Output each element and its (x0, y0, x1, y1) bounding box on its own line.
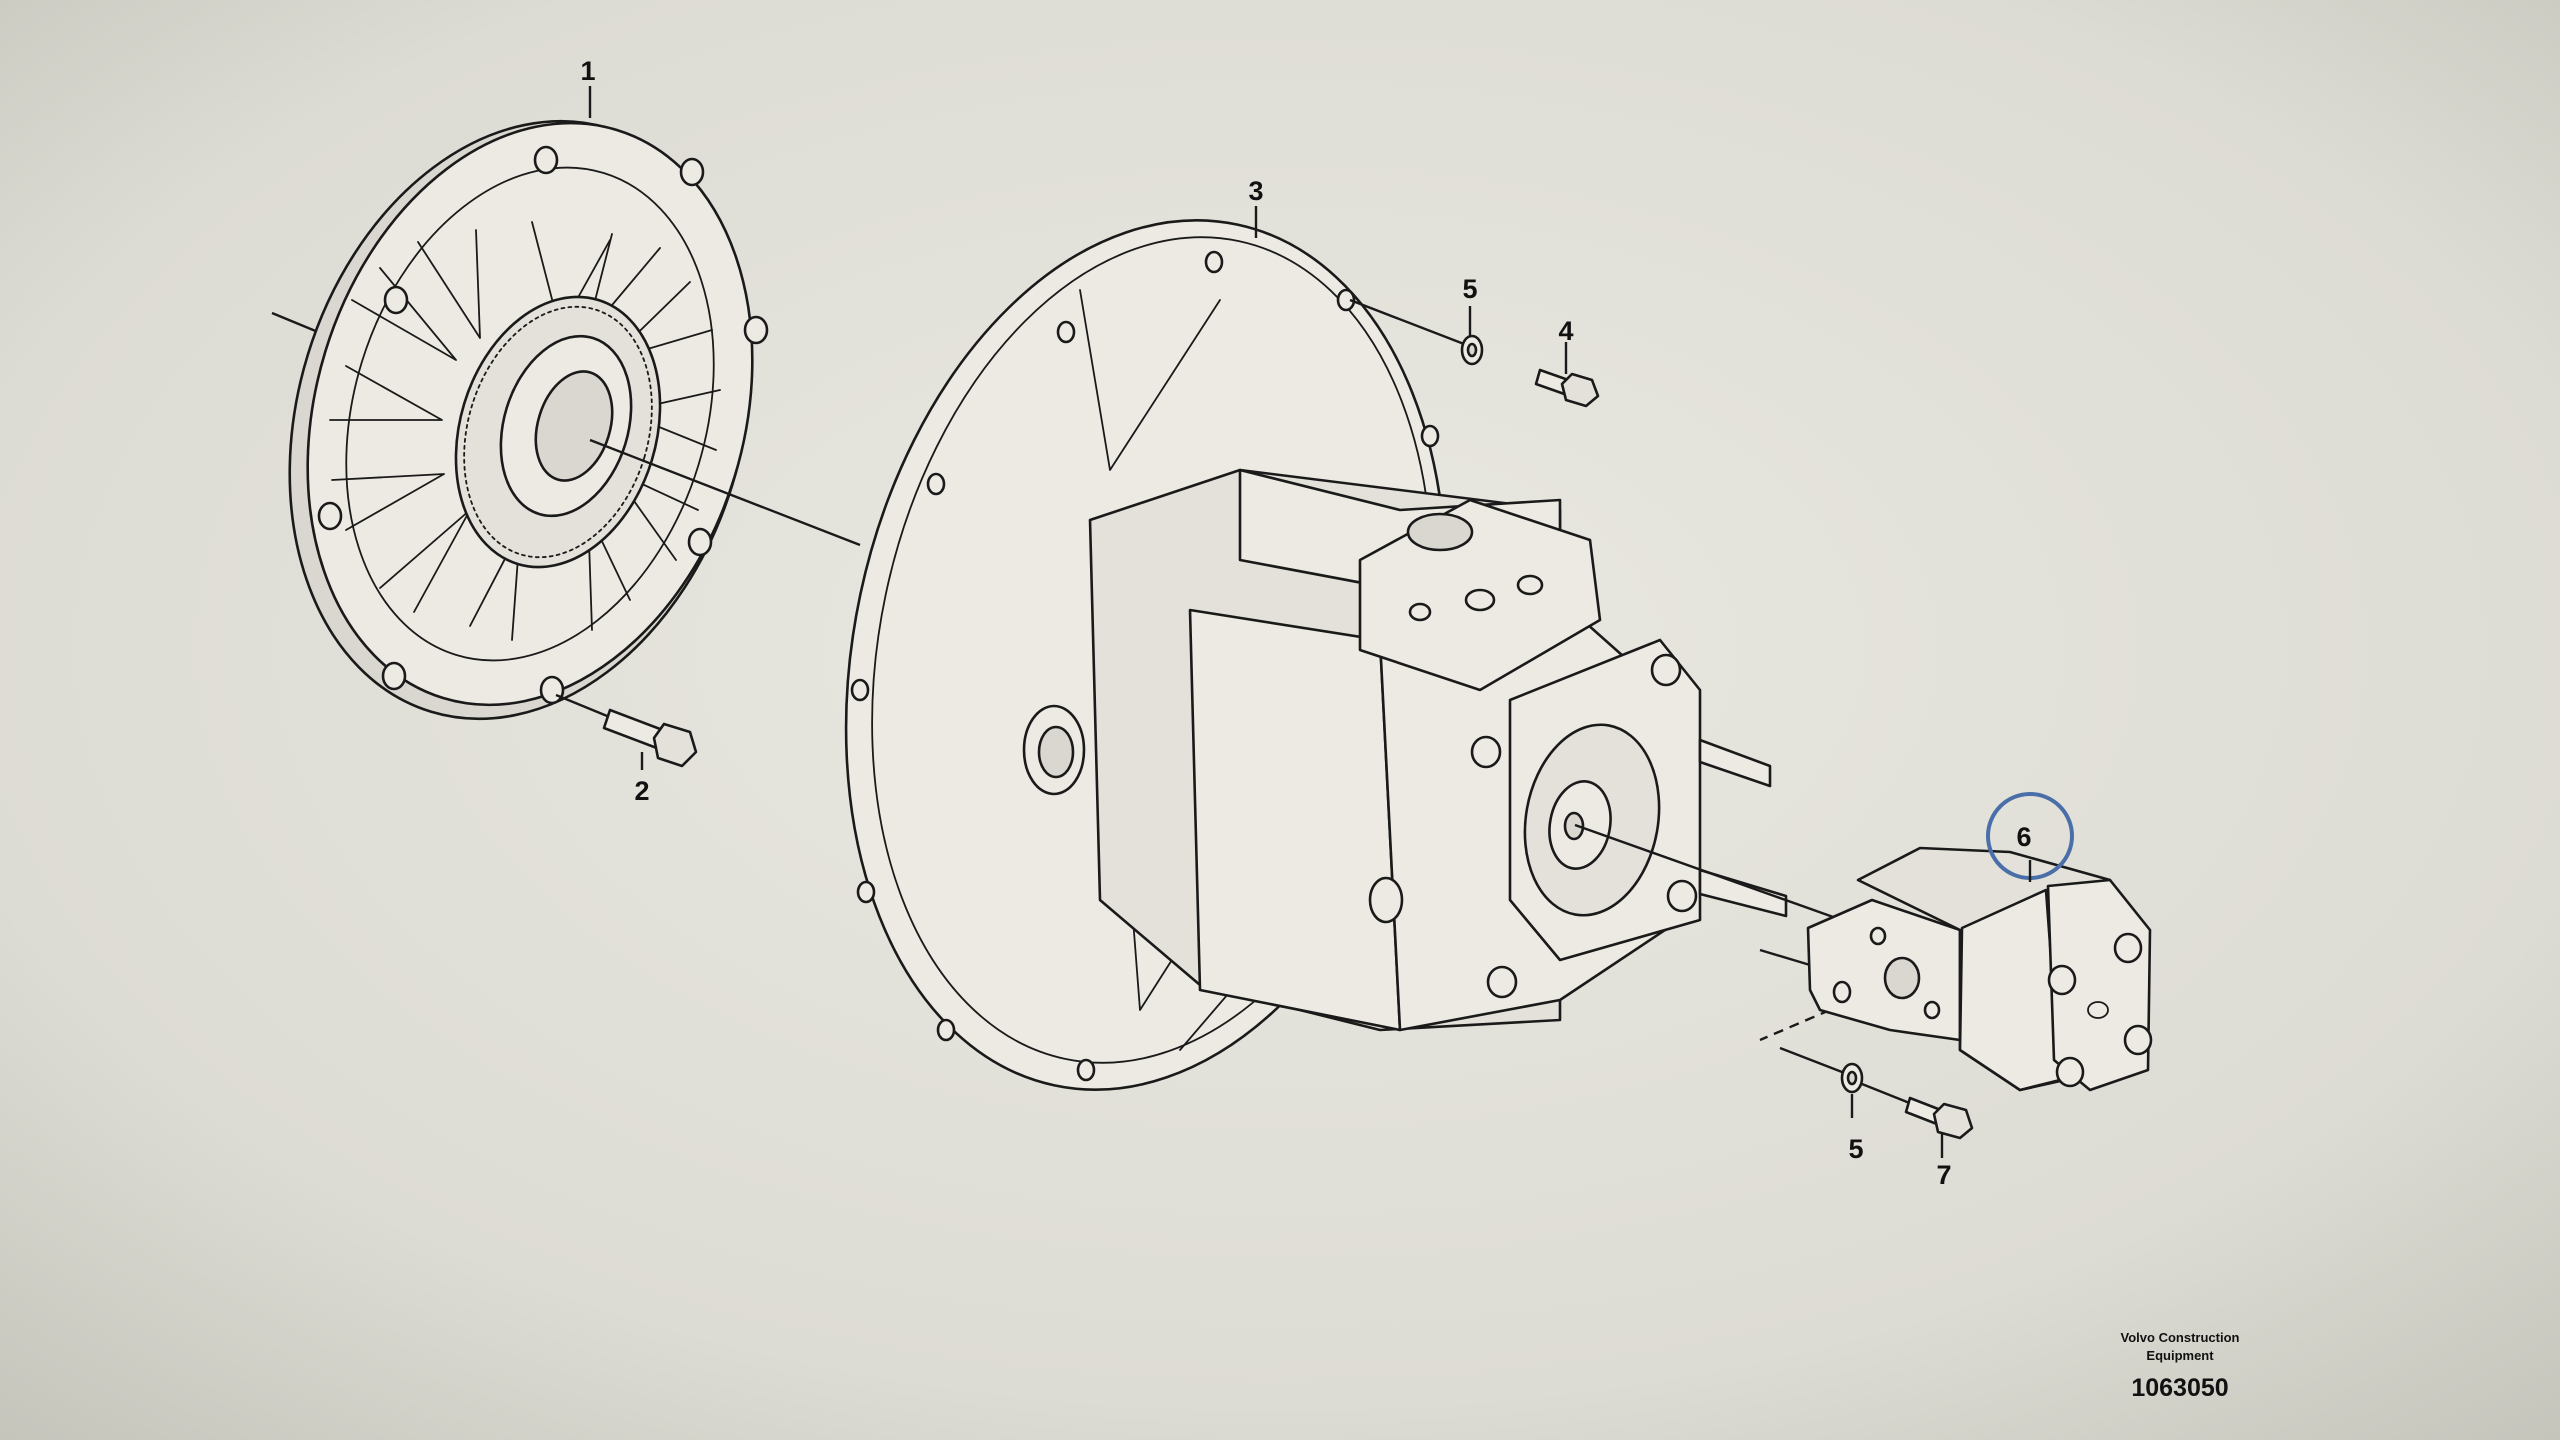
part-label-7: 7 (1936, 1160, 1951, 1190)
footer-publisher: Volvo Construction Equipment 1063050 (2121, 1330, 2240, 1402)
part-5-washer-lower (1779, 1046, 1864, 1118)
footer-publisher-subname: Equipment (2146, 1348, 2214, 1363)
part-7-bolt (1861, 1082, 1974, 1158)
part-label-6: 6 (2016, 822, 2031, 852)
part-5-washer-upper (1349, 298, 1484, 366)
footer-drawing-code: 1063050 (2131, 1374, 2228, 1402)
part-1-coupling-plate (271, 119, 861, 721)
part-label-5-lower: 5 (1848, 1134, 1863, 1164)
part-3-pump-assembly (844, 219, 1837, 1091)
part-label-2: 2 (634, 776, 649, 806)
part-label-1: 1 (580, 56, 595, 86)
part-4-bolt (1534, 342, 1600, 408)
footer-publisher-name: Volvo Construction (2121, 1330, 2240, 1345)
part-label-5-upper: 5 (1462, 274, 1477, 304)
part-2-bolt (555, 693, 698, 770)
part-label-3: 3 (1248, 176, 1263, 206)
part-label-4: 4 (1558, 316, 1573, 346)
part-6-gear-pump (1759, 792, 2153, 1092)
